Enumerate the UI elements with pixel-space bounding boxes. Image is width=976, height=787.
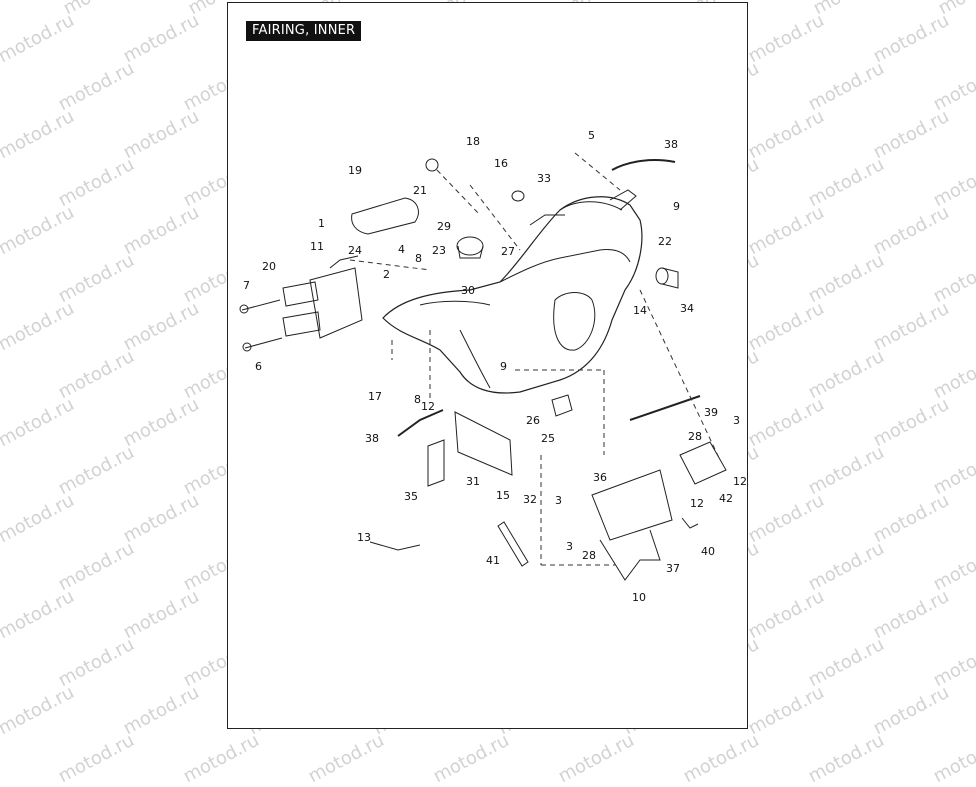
part-34-cylinder [655,267,679,289]
callout-36: 36 [593,471,607,484]
callout-14: 14 [633,304,647,317]
callout-26: 26 [526,414,540,427]
diagram-frame [227,2,748,729]
watermark-text: motod.ru [679,729,763,787]
watermark-text: motod.ru [804,729,888,787]
watermark-text: motod.ru [429,729,513,787]
callout-27: 27 [501,245,515,258]
callout-28: 28 [688,430,702,443]
part-21-pad [351,197,419,235]
callout-42: 42 [719,492,733,505]
callout-31: 31 [466,475,480,488]
callout-3: 3 [733,414,740,427]
wire-13 [369,541,421,551]
callout-8: 8 [414,393,421,406]
strip-41 [497,521,529,567]
part-26 [551,394,573,417]
callout-5: 5 [588,129,595,142]
callout-34: 34 [680,302,694,315]
callout-1: 1 [318,217,325,230]
inner-fairing-body [382,189,643,394]
callout-12: 12 [733,475,747,488]
callout-3: 3 [566,540,573,553]
callout-10: 10 [632,591,646,604]
page-title: FAIRING, INNER [246,21,362,41]
watermark-text: motod.ru [929,729,976,787]
callout-41: 41 [486,554,500,567]
bracket-37 [591,469,673,581]
callout-3: 3 [555,494,562,507]
rod-39 [629,395,701,421]
callout-19: 19 [348,164,362,177]
callout-15: 15 [496,489,510,502]
callout-17: 17 [368,390,382,403]
watermark-text: motod.ru [179,729,263,787]
callout-39: 39 [704,406,718,419]
callout-30: 30 [461,284,475,297]
bracket-42 [679,441,727,485]
callout-18: 18 [466,135,480,148]
callout-12: 12 [690,497,704,510]
gauge-29 [456,236,484,259]
callout-12: 12 [421,400,435,413]
callout-6: 6 [255,360,262,373]
callout-38: 38 [664,138,678,151]
callout-20: 20 [262,260,276,273]
callout-9: 9 [500,360,507,373]
callout-37: 37 [666,562,680,575]
callout-7: 7 [243,279,250,292]
cable-38-left [397,409,444,437]
cable-38-top [611,159,676,171]
part-33 [511,190,525,202]
left-mount-bracket [282,255,363,339]
bolt-7 [239,299,281,314]
callout-11: 11 [310,240,324,253]
panel-31 [454,411,513,476]
watermark-text: motod.ru [304,729,388,787]
panel-35 [427,439,445,487]
callout-35: 35 [404,490,418,503]
callout-33: 33 [537,172,551,185]
callout-8: 8 [415,252,422,265]
callout-29: 29 [437,220,451,233]
callout-4: 4 [398,243,405,256]
callout-2: 2 [383,268,390,281]
callout-16: 16 [494,157,508,170]
parts-diagram [239,152,727,581]
callout-9: 9 [673,200,680,213]
bolt-6 [242,337,283,352]
callout-24: 24 [348,244,362,257]
part-18 [425,158,439,172]
callout-40: 40 [701,545,715,558]
callout-38: 38 [365,432,379,445]
watermark-text: motod.ru [54,729,138,787]
leader-lines [349,152,721,566]
clip-40 [681,517,699,529]
callout-28: 28 [582,549,596,562]
callout-21: 21 [413,184,427,197]
callout-25: 25 [541,432,555,445]
callout-23: 23 [432,244,446,257]
callout-32: 32 [523,493,537,506]
watermark-text: motod.ru [554,729,638,787]
callout-22: 22 [658,235,672,248]
callout-13: 13 [357,531,371,544]
